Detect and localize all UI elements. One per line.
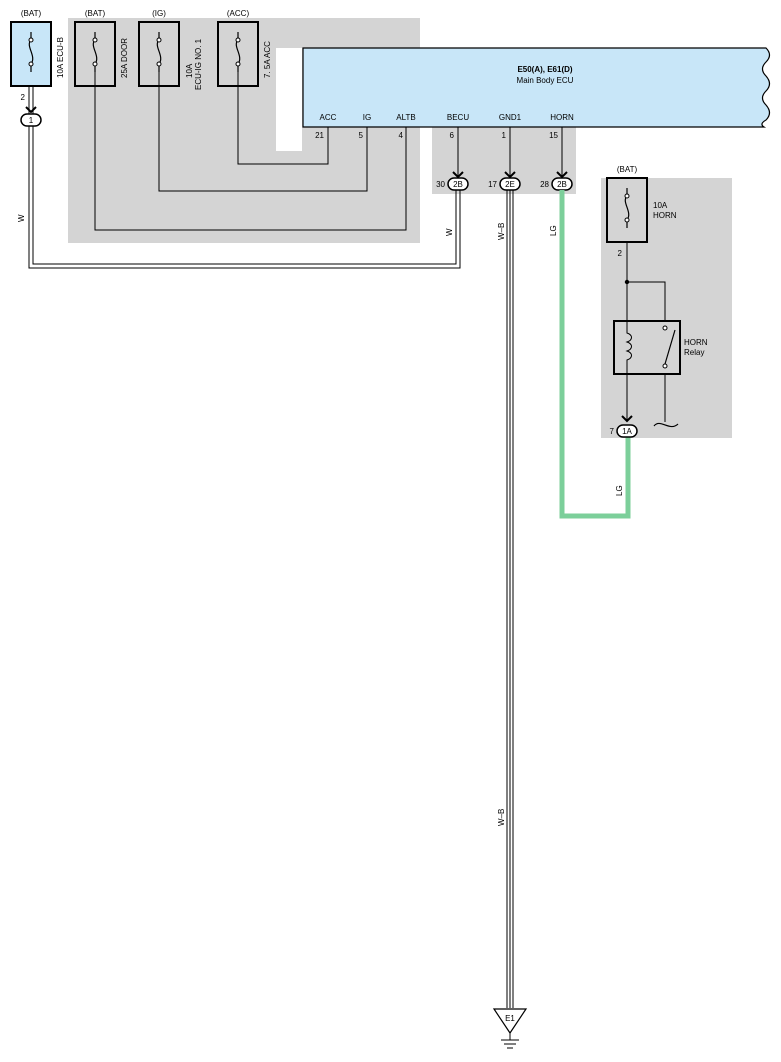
connector-relay-out [616, 424, 638, 438]
connector-left-label: 1 [29, 116, 34, 125]
relay-label-2: Relay [684, 348, 704, 357]
horn-fuse-icon [624, 188, 630, 228]
horn-fuse-supply: (BAT) [617, 165, 638, 174]
fuse2-rating: 25A DOOR [120, 38, 129, 78]
relay-label-1: HORN [684, 338, 708, 347]
ecu-body [302, 47, 771, 128]
fuse3-icon [156, 32, 162, 72]
connector-horn-pin: 28 [540, 180, 549, 189]
horn-fuse-rating-2: HORN [653, 211, 677, 220]
fuse4-supply: (ACC) [227, 9, 250, 18]
wire-lg-top-label: LG [549, 225, 558, 236]
pin-ig: 5 [359, 131, 364, 140]
fuse1-rating: 10A ECU-B [56, 37, 65, 78]
fuse4-rating: 7. 5A ACC [263, 41, 272, 78]
relay-coil-icon [625, 321, 632, 374]
connector-becu [447, 177, 469, 191]
fuse3-supply: (IG) [152, 9, 166, 18]
wire-lg [559, 190, 631, 519]
horn-relay-shade [601, 178, 732, 438]
wire-altb [94, 72, 407, 231]
connector-becu-label: 2B [453, 180, 463, 189]
fuse2-icon [92, 32, 98, 72]
connector-gnd-pin: 17 [488, 180, 497, 189]
fuse2-supply: (BAT) [85, 9, 106, 18]
ground-triangle [492, 1008, 528, 1035]
relay-switch-icon [662, 325, 676, 369]
wire-wb-top-label: W–B [497, 223, 506, 240]
connector-left [20, 113, 42, 127]
pin-horn: 15 [549, 131, 558, 140]
wire-acc [237, 72, 329, 165]
pin-altb: 4 [399, 131, 404, 140]
connector-relay-out-label: 1A [622, 427, 632, 436]
horn-relay-box [613, 320, 681, 375]
connector-becu-pin: 30 [436, 180, 445, 189]
wire-ig [158, 72, 368, 192]
wire-w-left-label: W [17, 214, 26, 222]
fuse1-box [10, 21, 52, 87]
horn-tilde-icon [653, 422, 679, 428]
connector-horn-label: 2B [557, 180, 567, 189]
fuse3-rating-2: ECU-IG NO. 1 [194, 38, 203, 90]
horn-fuse-rating-1: 10A [653, 201, 668, 210]
terminal-horn: HORN [550, 113, 574, 122]
wire-wb-bottom-label: W–B [497, 809, 506, 826]
pin-acc: 21 [315, 131, 324, 140]
fuse1-pin: 2 [21, 93, 26, 102]
connector-gnd-label: 2E [505, 180, 515, 189]
ecu-subtitle: Main Body ECU [517, 76, 574, 85]
ground-label: E1 [505, 1014, 515, 1023]
connector-relay-out-pin: 7 [610, 427, 615, 436]
wire-w-left-a [28, 86, 461, 269]
terminal-ig: IG [363, 113, 371, 122]
terminal-altb: ALTB [396, 113, 415, 122]
pin-gnd1: 1 [502, 131, 507, 140]
fuse3-rating-1: 10A [185, 63, 194, 78]
fuse1-supply: (BAT) [21, 9, 42, 18]
terminal-becu: BECU [447, 113, 469, 122]
ecu-title: E50(A), E61(D) [517, 65, 572, 74]
fuse1-icon [28, 32, 34, 72]
horn-fuse-pin: 2 [618, 249, 623, 258]
fuse4-icon [235, 32, 241, 72]
wire-lg-bottom-label: LG [615, 485, 624, 496]
wire-w-left-b [32, 86, 457, 265]
ground-icon [501, 1033, 519, 1049]
terminal-acc: ACC [320, 113, 337, 122]
wire-w-becu-label: W [445, 228, 454, 236]
pin-becu: 6 [450, 131, 455, 140]
terminal-gnd1: GND1 [499, 113, 522, 122]
